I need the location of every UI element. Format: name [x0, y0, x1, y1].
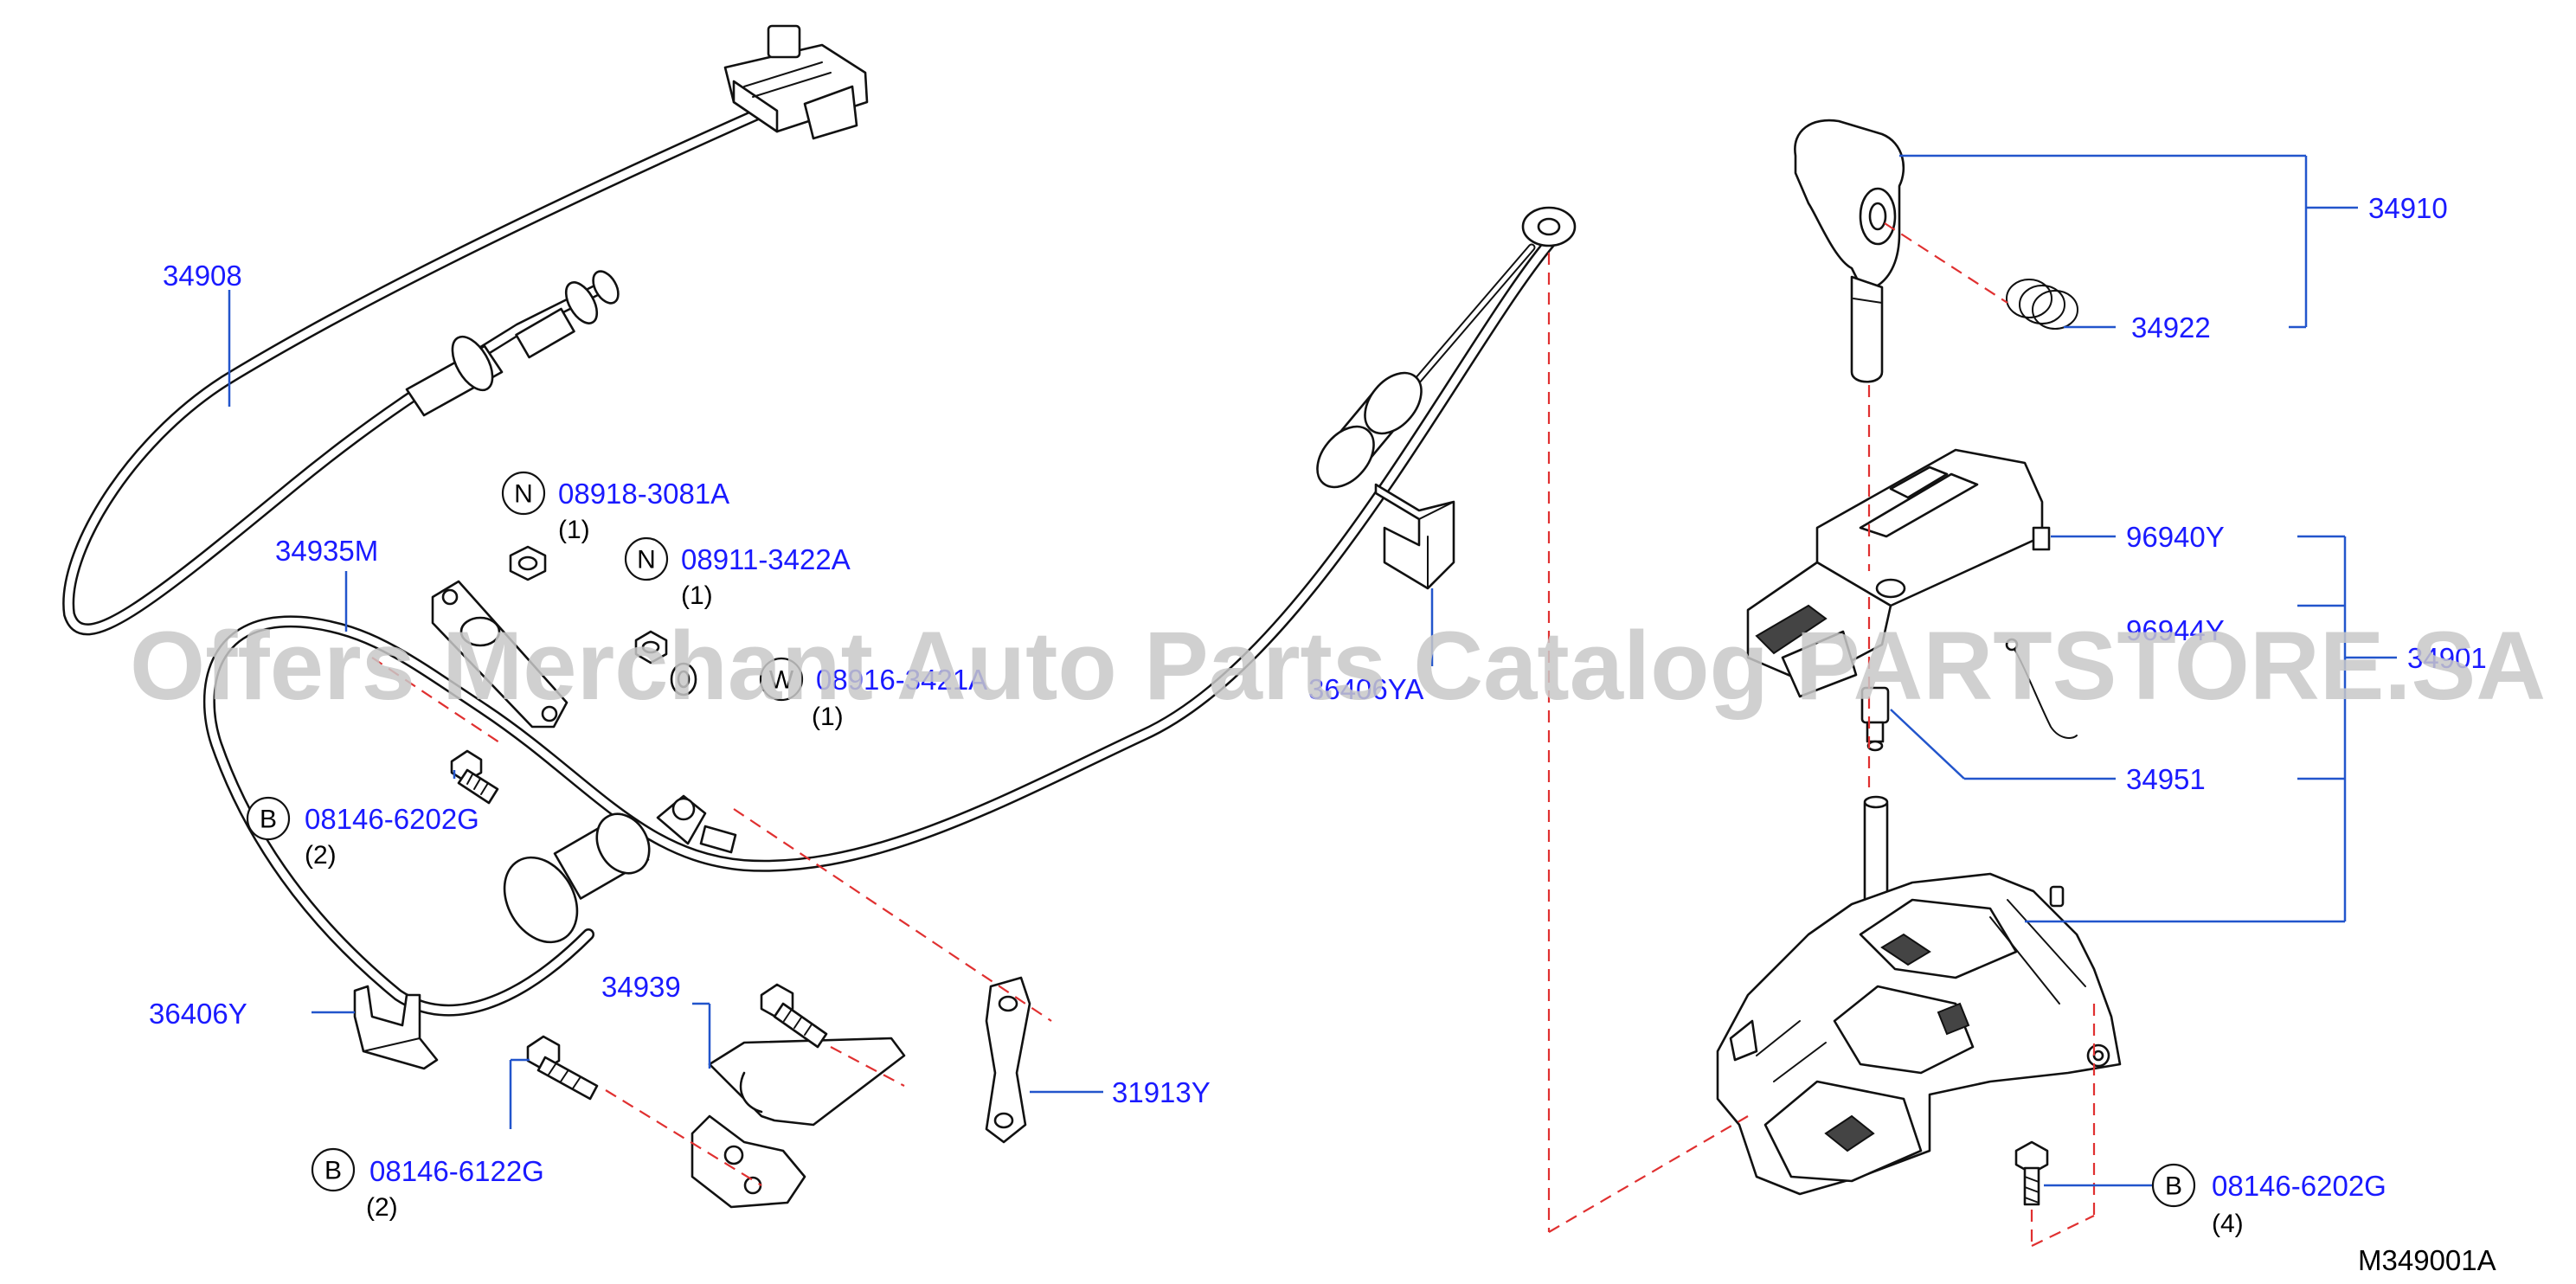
washer-08916 [670, 662, 697, 697]
qty-08911-3422a: (1) [681, 581, 713, 610]
nut-08911 [634, 630, 668, 664]
cable-34908-end-fitting [405, 270, 620, 417]
qty-08918-3081a: (1) [558, 516, 590, 544]
svg-text:B: B [324, 1157, 342, 1185]
svg-text:B: B [2165, 1172, 2182, 1201]
part-label-36406ya[interactable]: 36406YA [1308, 673, 1423, 705]
bracket-36406y [353, 985, 439, 1070]
spring-34922 [2006, 279, 2078, 330]
bolt-08146-6202g-right [2014, 1140, 2049, 1206]
bolt-08146-6202g-left [450, 749, 499, 805]
nut-08918 [509, 545, 547, 581]
qty-08916-3421a: (1) [812, 703, 844, 731]
part-label-96940y[interactable]: 96940Y [2126, 521, 2225, 553]
indicator-96940y [1746, 448, 2051, 698]
badge-08916: W [759, 657, 804, 702]
part-label-08918-3081a[interactable]: 08918-3081A [558, 478, 729, 510]
qty-08146-6122g: (2) [366, 1193, 398, 1222]
part-label-08911-3422a[interactable]: 08911-3422A [681, 543, 851, 575]
part-label-34935m[interactable]: 34935M [275, 535, 378, 567]
part-label-08146-6202g-right[interactable]: 08146-6202G [2212, 1170, 2386, 1202]
leader-lines [228, 154, 2397, 1187]
svg-text:N: N [637, 546, 656, 575]
shift-knob-34910 [1794, 119, 1905, 383]
badge-08918: N [501, 471, 546, 516]
part-label-08146-6202g-left[interactable]: 08146-6202G [305, 803, 479, 835]
svg-text:B: B [260, 806, 277, 834]
qty-08146-6202g-left: (2) [305, 841, 337, 870]
bolt-34939-upper [760, 983, 828, 1049]
part-label-34939[interactable]: 34939 [601, 971, 681, 1003]
plate-34935m [431, 580, 569, 729]
bracket-31913y [985, 976, 1031, 1144]
part-label-34951[interactable]: 34951 [2126, 763, 2206, 795]
part-label-34910[interactable]: 34910 [2368, 192, 2448, 224]
badge-08146-6202g-right: B [2151, 1163, 2196, 1208]
cable-34935m [202, 206, 1577, 1017]
badge-08146-6122g: B [311, 1147, 356, 1192]
lamp-96944y [2005, 638, 2078, 739]
cable-34908-connector [723, 24, 869, 140]
bracket-34939 [691, 1037, 906, 1209]
part-label-08916-3421a[interactable]: 08916-3421A [816, 664, 987, 696]
centerlines [371, 222, 2096, 1247]
part-label-34901[interactable]: 34901 [2407, 642, 2487, 674]
part-label-96944y[interactable]: 96944Y [2126, 614, 2225, 646]
part-label-34908[interactable]: 34908 [163, 260, 242, 292]
cable-34908 [62, 24, 869, 636]
bolt-08146-6122g [526, 1035, 599, 1101]
svg-text:W: W [769, 666, 794, 695]
bracket-36406ya [1374, 483, 1455, 666]
badge-08146-6202g-left: B [246, 796, 291, 841]
part-label-36406y[interactable]: 36406Y [149, 998, 247, 1030]
part-label-34922[interactable]: 34922 [2131, 311, 2211, 343]
badge-08911: N [624, 536, 669, 581]
part-label-08146-6122g[interactable]: 08146-6122G [369, 1155, 544, 1187]
diagram-reference-code: M349001A [2358, 1244, 2496, 1276]
qty-08146-6202g-right: (4) [2212, 1210, 2244, 1238]
cable-34935m-end-sleeve [503, 794, 737, 944]
watermark: Offers Merchant Auto Parts Catalog PARTS… [130, 612, 2546, 720]
cable-34935m-boot [1316, 371, 1423, 489]
svg-text:N: N [514, 480, 533, 509]
shift-device-34901 [1716, 795, 2122, 1196]
part-label-31913y[interactable]: 31913Y [1112, 1076, 1211, 1108]
